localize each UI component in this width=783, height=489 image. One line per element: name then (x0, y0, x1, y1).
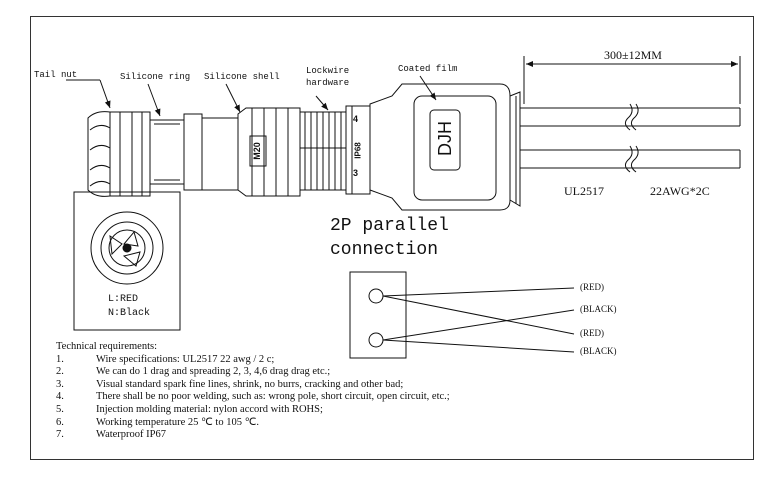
lockwire-label-1: Lockwire (306, 66, 350, 76)
wire-label-2: (BLACK) (580, 304, 617, 314)
leader-lines (66, 75, 437, 117)
tail-nut (87, 111, 151, 197)
ip68-marking: IP68 (353, 142, 363, 159)
wire-label-3: (RED) (580, 328, 604, 338)
lockwire-hardware (299, 105, 371, 195)
coated-film-label: Coated film (398, 64, 458, 74)
coated-film-body (369, 83, 521, 211)
requirement-item: 3.Visual standard spark fine lines, shri… (56, 378, 404, 390)
cable-spec-a: UL2517 (564, 184, 604, 198)
length-label: 300±12MM (604, 48, 662, 62)
pinout-l-label: L:RED (108, 294, 139, 305)
requirement-item: 7.Waterproof IP67 (56, 429, 167, 441)
pinout-face (73, 191, 181, 331)
wire-label-1: (RED) (580, 282, 604, 292)
silicone-ring (149, 113, 203, 191)
silicone-shell-label: Silicone shell (204, 72, 280, 82)
tail-nut-label: Tail nut (34, 70, 78, 80)
m20-marking: M20 (251, 142, 262, 160)
requirements-heading: Technical requirements: (56, 341, 158, 352)
silicone-ring-label: Silicone ring (120, 72, 191, 82)
brand-marking: DJH (435, 121, 455, 156)
requirement-item: 6.Working temperature 25 ℃ to 105 ℃. (56, 416, 259, 428)
requirement-item: 2.We can do 1 drag and spreading 2, 3, 4… (56, 366, 331, 378)
length-dimension (523, 56, 741, 104)
connection-title-2: connection (330, 240, 439, 260)
wire-label-4: (BLACK) (580, 346, 617, 356)
connection-title-1: 2P parallel (330, 216, 449, 236)
requirement-item: 4.There shall be no poor welding, such a… (56, 391, 450, 403)
cable-spec-b: 22AWG*2C (650, 184, 710, 198)
silicone-shell (201, 107, 301, 197)
pinout-n-label: N:Black (108, 308, 151, 319)
pin-3-marking: 3 (353, 168, 359, 178)
technical-requirements: Technical requirements: 1.Wire specifica… (56, 341, 450, 442)
parallel-wiring (349, 271, 575, 359)
requirement-item: 5.Injection molding material: nylon acco… (56, 403, 323, 415)
requirement-item: 1.Wire specifications: UL2517 22 awg / 2… (56, 353, 275, 365)
drawing-frame (30, 16, 754, 460)
lockwire-label-2: hardware (306, 78, 350, 88)
cables (520, 103, 741, 173)
pin-4-marking: 4 (353, 114, 359, 124)
